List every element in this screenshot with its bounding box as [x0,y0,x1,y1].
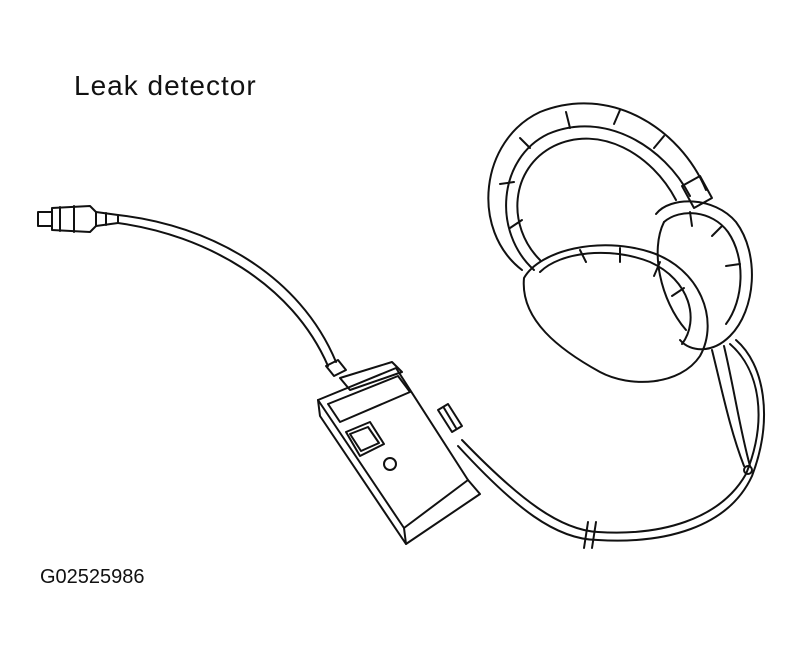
detector-unit [318,360,480,544]
probe-tip [38,206,118,232]
diagram-title: Leak detector [74,70,257,101]
headphones [488,103,752,382]
probe-cable [118,215,336,366]
figure-id: G02525986 [40,566,145,588]
headphone-cable [458,340,764,548]
